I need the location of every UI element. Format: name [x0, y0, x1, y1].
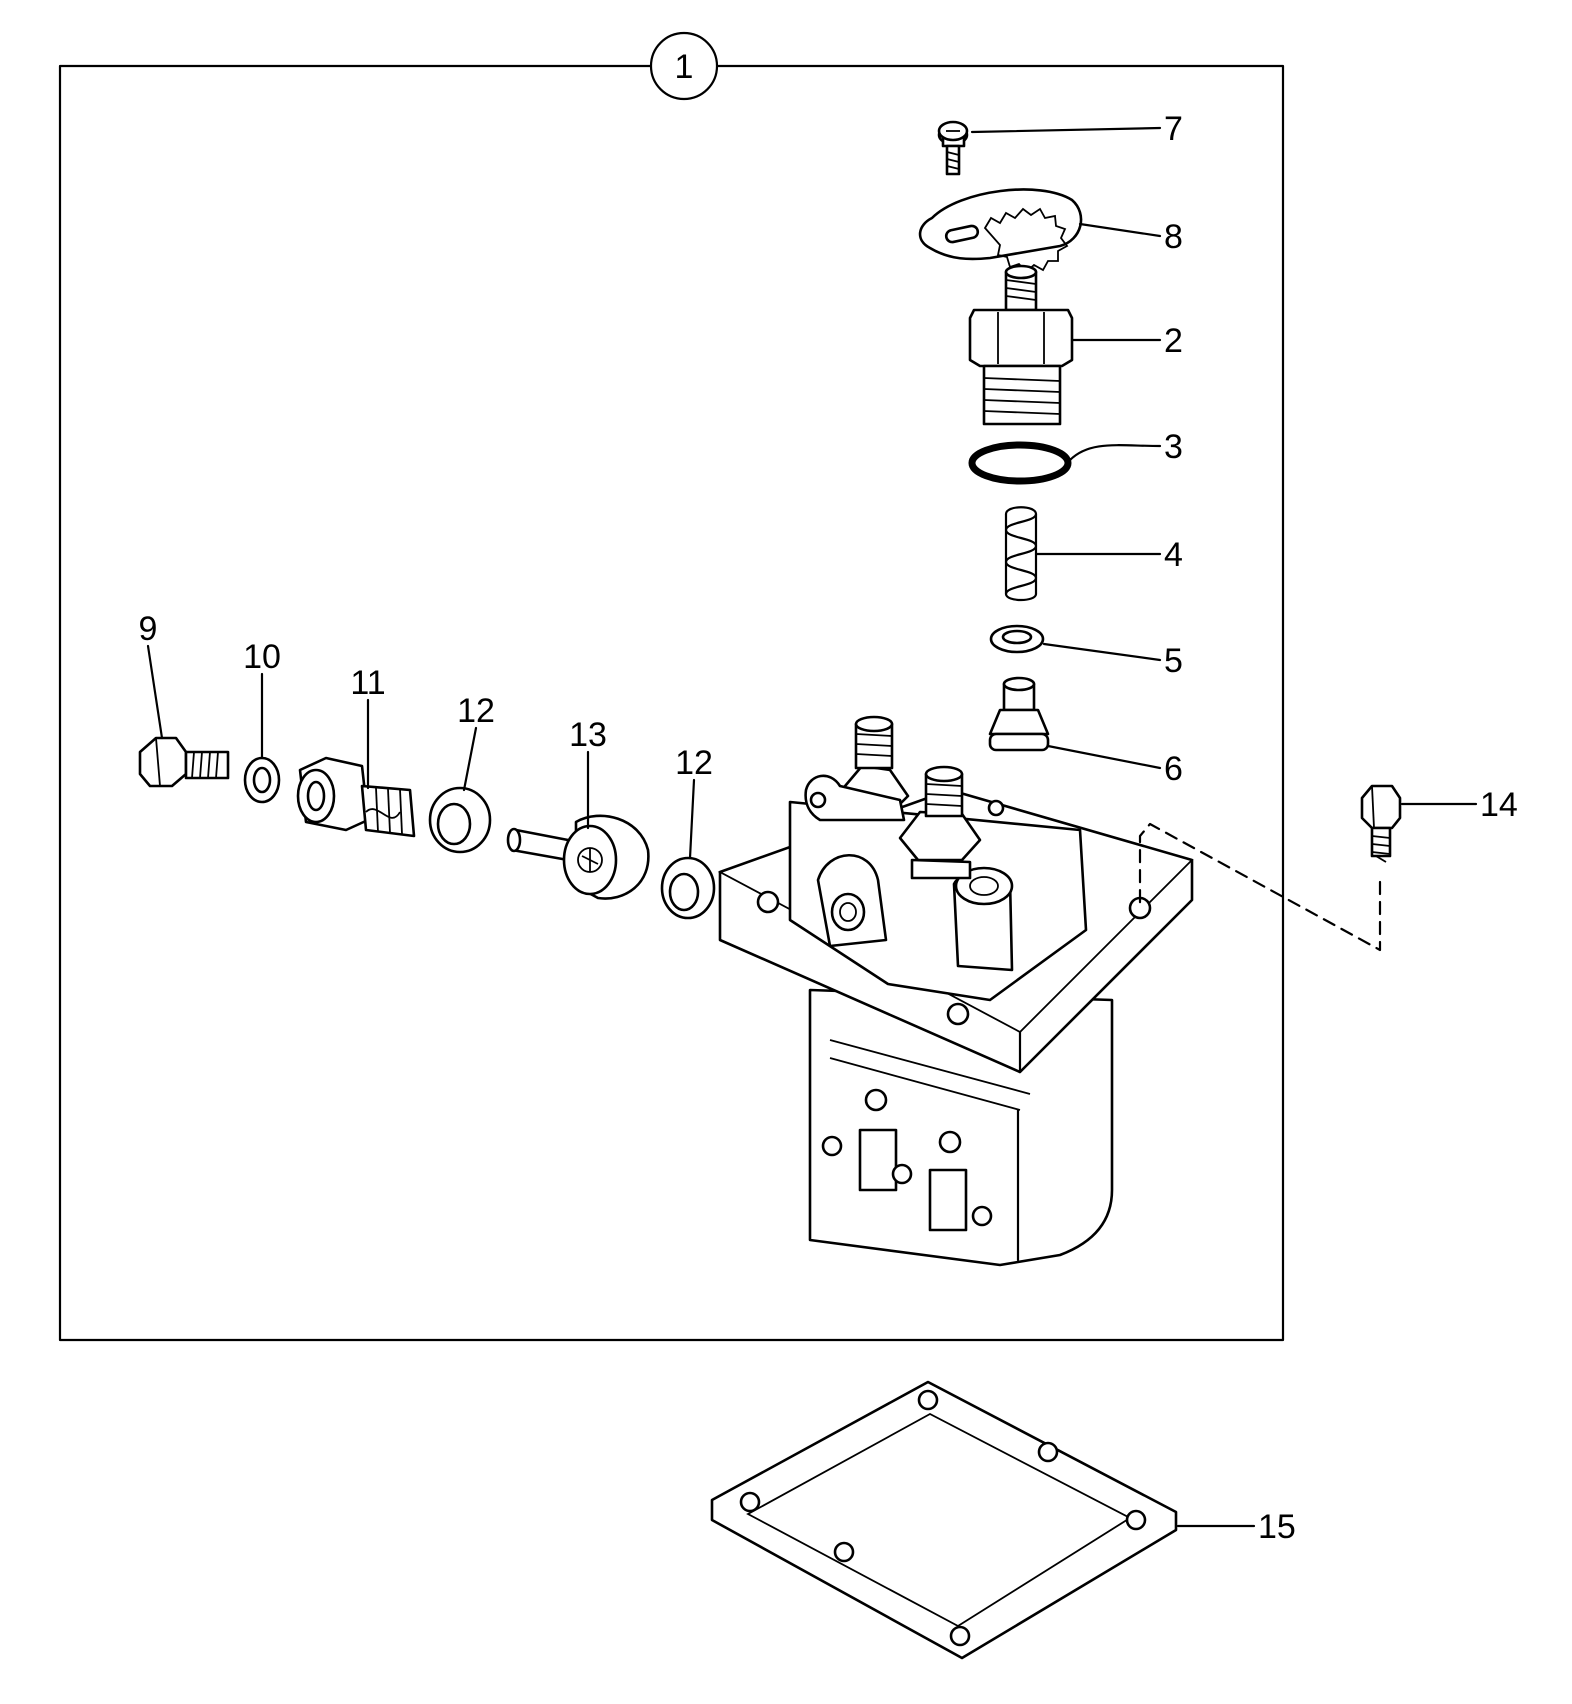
- part-4-spring: [1004, 506, 1038, 602]
- assembly-callout-circle: [649, 31, 719, 101]
- callout-labels: 7 8 2 3 4 5 6 9 10 11 12 13 12 14 15: [139, 110, 1518, 1546]
- pump-body: [717, 715, 1194, 1267]
- callout-11: 11: [350, 664, 385, 702]
- part-15-gasket: [710, 1380, 1178, 1660]
- install-path-dashed-line: [1138, 822, 1382, 952]
- part-13-fuel-inlet: [506, 814, 650, 900]
- callout-12-a: 12: [457, 692, 495, 730]
- callout-13: 13: [569, 716, 607, 754]
- callout-2: 2: [1164, 322, 1183, 360]
- callout-6: 6: [1164, 750, 1183, 788]
- part-3-o-ring: [968, 441, 1072, 485]
- assembly-frame: 1: [58, 31, 1285, 1342]
- part-11-fitting: [296, 756, 416, 838]
- callout-8: 8: [1164, 218, 1183, 256]
- callout-9: 9: [139, 610, 158, 648]
- part-5-washer: [989, 624, 1045, 654]
- part-9-banjo-bolt: [138, 736, 230, 788]
- callout-3: 3: [1164, 428, 1183, 466]
- part-10-washer: [243, 756, 281, 804]
- part-6-delivery-valve: [988, 676, 1050, 752]
- part-7-screw: [937, 120, 969, 176]
- callout-4: 4: [1164, 536, 1183, 574]
- callout-15: 15: [1258, 1508, 1296, 1546]
- callout-5: 5: [1164, 642, 1183, 680]
- part-12-ring-a: [428, 786, 492, 854]
- assembly-callout-label: 1: [675, 48, 694, 86]
- callout-7: 7: [1164, 110, 1183, 148]
- part-8-lock-plate: [918, 188, 1083, 274]
- part-14-bolt: [1360, 784, 1402, 863]
- part-2-valve-holder: [968, 264, 1074, 426]
- callout-12-b: 12: [675, 744, 713, 782]
- part-12-ring-b: [660, 856, 716, 920]
- leader-lines: [146, 126, 1478, 1528]
- callout-14: 14: [1480, 786, 1518, 824]
- callout-10: 10: [243, 638, 281, 676]
